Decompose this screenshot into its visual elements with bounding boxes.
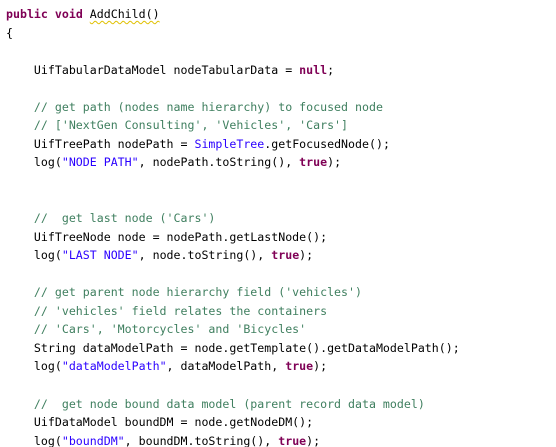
comment-token: // get parent node hierarchy field ('veh…	[6, 285, 362, 300]
code-line[interactable]: UifTreeNode node = nodePath.getLastNode(…	[6, 228, 327, 246]
string-token: "boundDM"	[61, 433, 125, 447]
keyword-token: true	[285, 359, 314, 374]
code-line[interactable]: UifTreePath nodePath = SimpleTree.getFoc…	[6, 135, 390, 153]
code-token: .getFocusedNode();	[264, 136, 390, 151]
code-token: );	[306, 433, 321, 447]
code-line[interactable]: UifDataModel boundDM = node.getNodeDM();	[6, 413, 313, 431]
code-token: , boundDM.toString(),	[124, 433, 279, 447]
code-line[interactable]: {	[6, 24, 13, 42]
code-token: log(	[6, 248, 62, 263]
code-line[interactable]: log("boundDM", boundDM.toString(), true)…	[6, 432, 320, 447]
code-line[interactable]: UifTabularDataModel nodeTabularData = nu…	[6, 61, 334, 79]
string-token: "LAST NODE"	[61, 248, 139, 263]
code-token: log(	[6, 359, 62, 374]
code-token: , dataModelPath,	[166, 359, 286, 374]
keyword-token: null	[299, 62, 328, 77]
warning-token: AddChild()	[89, 7, 160, 21]
code-token: UifDataModel boundDM = node.getNodeDM();	[6, 415, 314, 430]
code-token: ;	[327, 62, 335, 77]
code-line[interactable]: log("dataModelPath", dataModelPath, true…	[6, 357, 327, 375]
code-line[interactable]: public void AddChild()	[6, 5, 160, 23]
comment-token: // ['NextGen Consulting', 'Vehicles', 'C…	[6, 118, 349, 133]
keyword-token: true	[299, 155, 328, 170]
code-token: );	[327, 155, 342, 170]
code-token: String dataModelPath = node.getTemplate(…	[6, 340, 460, 355]
code-token: );	[313, 359, 328, 374]
keyword-token: true	[278, 433, 307, 447]
code-line[interactable]: log("LAST NODE", node.toString(), true);	[6, 246, 313, 264]
string-token: SimpleTree	[194, 136, 265, 151]
comment-token: // 'Cars', 'Motorcycles' and 'Bicycles'	[6, 322, 307, 337]
code-token: UifTreeNode node = nodePath.getLastNode(…	[6, 229, 328, 244]
keyword-token: public	[6, 7, 48, 21]
code-token: , node.toString(),	[138, 248, 272, 263]
code-line[interactable]: // get last node ('Cars')	[6, 209, 216, 227]
code-line[interactable]: log("NODE PATH", nodePath.toString(), tr…	[6, 153, 341, 171]
comment-token: // 'vehicles' field relates the containe…	[6, 303, 328, 318]
comment-token: // get path (nodes name hierarchy) to fo…	[6, 99, 383, 114]
code-token: log(	[6, 433, 62, 447]
code-token: UifTreePath nodePath =	[6, 136, 195, 151]
comment-token: // get last node ('Cars')	[6, 211, 216, 226]
code-line[interactable]: // ['NextGen Consulting', 'Vehicles', 'C…	[6, 116, 348, 134]
code-line[interactable]: // 'Cars', 'Motorcycles' and 'Bicycles'	[6, 320, 306, 338]
keyword-token: true	[271, 248, 300, 263]
code-line[interactable]: // get parent node hierarchy field ('veh…	[6, 283, 362, 301]
code-token: {	[6, 25, 13, 40]
code-token	[48, 7, 55, 21]
code-token: );	[299, 248, 314, 263]
code-token: UifTabularDataModel nodeTabularData =	[6, 62, 300, 77]
code-line[interactable]: // get path (nodes name hierarchy) to fo…	[6, 98, 383, 116]
string-token: "dataModelPath"	[61, 359, 167, 374]
code-line[interactable]: // get node bound data model (parent rec…	[6, 395, 425, 413]
code-line[interactable]: String dataModelPath = node.getTemplate(…	[6, 339, 460, 357]
code-token	[83, 7, 90, 21]
string-token: "NODE PATH"	[61, 155, 139, 170]
code-line[interactable]: // 'vehicles' field relates the containe…	[6, 302, 327, 320]
code-token: , nodePath.toString(),	[138, 155, 300, 170]
code-token: log(	[6, 155, 62, 170]
keyword-token: void	[54, 7, 83, 21]
comment-token: // get node bound data model (parent rec…	[6, 396, 425, 411]
